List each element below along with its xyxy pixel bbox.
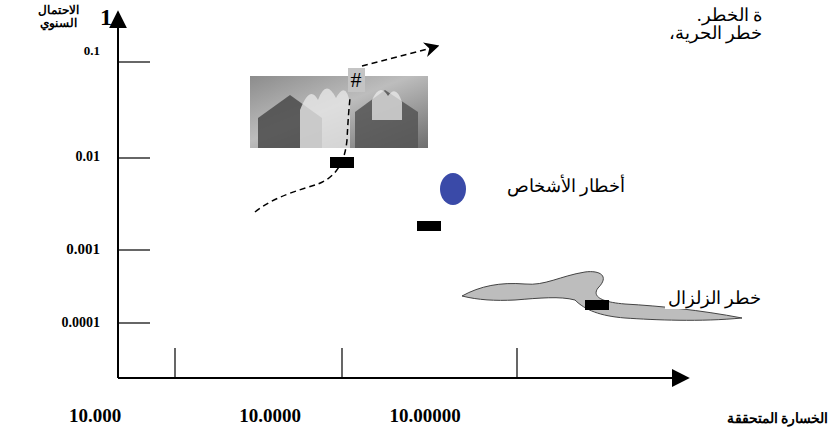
caption-fragment: ة الخطر. (697, 6, 762, 26)
x-axis-title: الخسارة المتحققة (727, 411, 829, 426)
y-tick (118, 157, 150, 158)
x-tick (174, 348, 175, 378)
trend-line (255, 98, 350, 212)
trend-arrow (362, 46, 438, 66)
x-tick-label: 10.000 (69, 406, 121, 427)
risk-label: خطر الزلزال (665, 289, 765, 309)
y-tick (118, 61, 150, 62)
risk-marker (330, 157, 354, 168)
y-tick (118, 249, 150, 250)
risk-label: خطر الحرية، (669, 24, 763, 44)
axes (118, 12, 688, 378)
x-axis (118, 377, 688, 379)
y-tick-label: 0.001 (66, 241, 100, 258)
risk-marker (585, 300, 609, 310)
fire-photo (250, 76, 428, 148)
x-tick-label: 10.00000 (389, 406, 460, 427)
y-axis-title: الاحتمال السنوي (30, 4, 86, 30)
persons-dot (440, 173, 466, 205)
house (355, 90, 418, 148)
x-tick (516, 348, 517, 378)
crossing-symbol: # (348, 68, 365, 92)
fire-picture (250, 76, 428, 148)
y-tick-label: 0.01 (76, 149, 101, 164)
x-tick-label: 10.0000 (239, 406, 301, 427)
flames (372, 90, 402, 120)
axis-max-label: 1 (100, 4, 112, 30)
y-tick-label: 0.0001 (62, 315, 101, 330)
y-tick (118, 322, 150, 323)
risk-label: أخطار الأشخاص (507, 177, 626, 197)
x-tick (341, 348, 342, 378)
flames (300, 88, 350, 148)
y-tick-label: 0.1 (84, 44, 100, 58)
risk-marker (417, 221, 441, 231)
